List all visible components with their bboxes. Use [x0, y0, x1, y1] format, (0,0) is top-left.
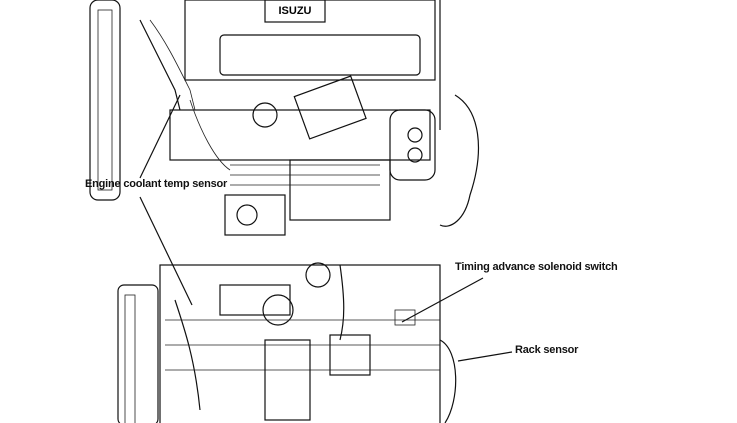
coolant-leader-bottom — [139, 196, 193, 306]
label-timing-advance-solenoid-switch: Timing advance solenoid switch — [455, 261, 618, 273]
rack-leader — [457, 351, 513, 362]
bottom-engine-drawing — [117, 262, 457, 423]
coolant-leader-top — [139, 94, 181, 179]
leader-lines — [139, 94, 513, 362]
label-engine-coolant-temp-sensor: Engine coolant temp sensor — [85, 178, 228, 190]
isuzu-logo: ISUZU — [279, 5, 312, 17]
label-rack-sensor: Rack sensor — [515, 344, 579, 356]
top-engine-drawing — [89, 0, 480, 236]
logo-plate — [264, 0, 326, 23]
timing-leader — [401, 277, 484, 323]
